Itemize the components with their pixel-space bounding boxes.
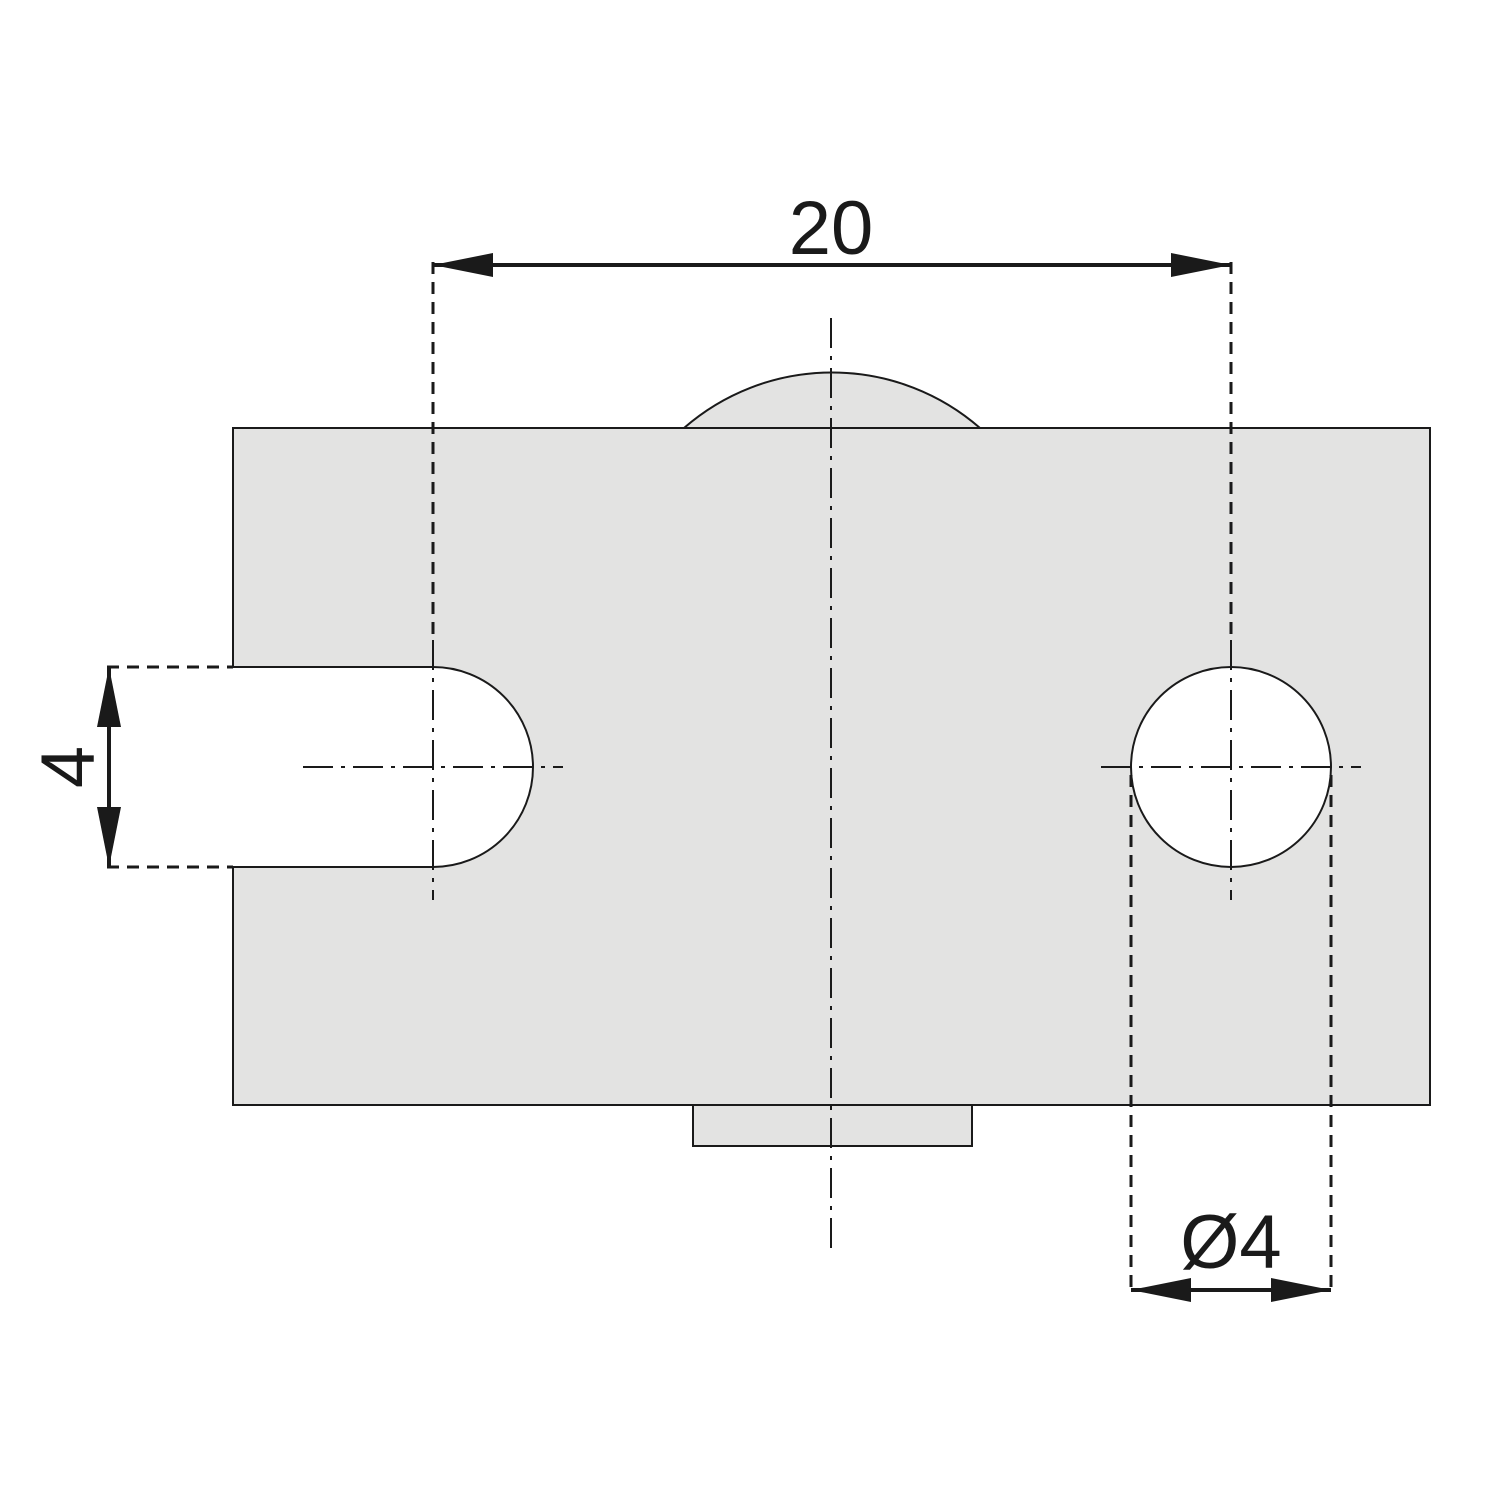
center-lines — [303, 318, 1361, 1255]
slot-width-label: 4 — [26, 746, 111, 788]
dimension-lines — [97, 253, 1331, 1302]
hole-diameter-label: Ø4 — [1180, 1200, 1281, 1285]
bottom-tab — [692, 1104, 973, 1147]
extension-lines — [107, 262, 1333, 1290]
hole-spacing-label: 20 — [789, 186, 874, 271]
